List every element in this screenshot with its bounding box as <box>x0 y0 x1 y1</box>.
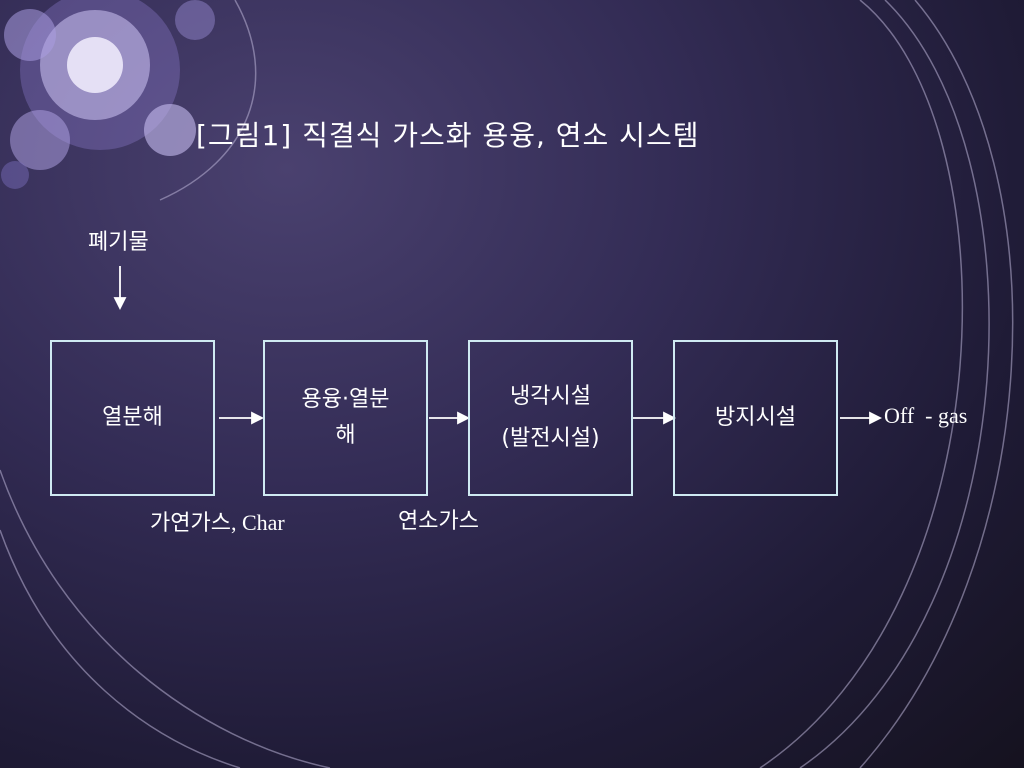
input-label: 폐기물 <box>88 230 149 255</box>
box-pyrolysis-line1: 열분해 <box>102 405 163 430</box>
box-melting-pyrolysis-line1: 용융·열분 <box>301 387 390 412</box>
combustible-gas-korean: 가연가스 <box>150 511 231 536</box>
arrows <box>113 266 883 425</box>
flower-decoration <box>1 0 215 189</box>
box-melting-pyrolysis-line2: 해 <box>335 423 356 448</box>
box-pyrolysis: 열분해 <box>50 340 215 496</box>
combustible-gas-char: , Char <box>230 510 285 535</box>
box-cooling-facility-line1: 냉각시설 <box>510 384 591 409</box>
box-cooling-facility: 냉각시설 (발전시설) <box>468 340 633 496</box>
slide-title: [그림1] 직결식 가스화 용융, 연소 시스템 <box>196 119 700 152</box>
output-label: Off - gas <box>884 403 968 428</box>
box-prevention-facility-line1: 방지시설 <box>715 405 796 430</box>
box-prevention-facility: 방지시설 <box>673 340 838 496</box>
box-melting-pyrolysis: 용융·열분 해 <box>263 340 428 496</box>
combustion-gas-label: 연소가스 <box>398 509 479 534</box>
box-cooling-facility-line2: (발전시설) <box>501 426 600 451</box>
combustible-gas-label: 가연가스, Char <box>150 505 285 537</box>
